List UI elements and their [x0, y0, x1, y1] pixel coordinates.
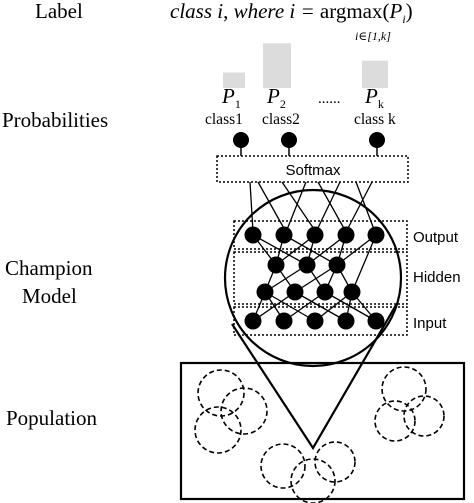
formula-i-eq: i = [289, 0, 320, 23]
input-node [275, 312, 293, 330]
layer-label-hidden: Hidden [413, 269, 461, 286]
hidden-node [267, 256, 285, 274]
input-node [367, 312, 385, 330]
input-node [244, 312, 262, 330]
input-node [306, 312, 324, 330]
hidden-node [328, 256, 346, 274]
class-label-1: class1 [205, 111, 243, 128]
row-label-champion: Champion [5, 256, 93, 280]
softmax-box [216, 155, 409, 183]
output-node [306, 226, 324, 244]
softmax-label: Softmax [285, 162, 341, 179]
formula-paren-open: ( [383, 0, 390, 23]
formula-argmax: argmax [320, 0, 383, 23]
row-label-population: Population [6, 406, 98, 430]
formula-where: where [234, 0, 285, 23]
probability-bar-p1 [223, 72, 245, 88]
prob-symbol-p1: P1 [221, 84, 241, 111]
hidden-node [298, 256, 316, 274]
zoom-cone [231, 304, 397, 451]
individual-circle [314, 441, 356, 483]
formula-paren-close: ) [406, 0, 413, 23]
formula-range: i∈[1,k] [355, 29, 391, 43]
input-node [337, 312, 355, 330]
class-label-k: class k [354, 111, 396, 128]
network-connections [252, 234, 377, 322]
probability-bar-pk [362, 60, 388, 88]
population-box [179, 361, 466, 501]
layer-label-output: Output [413, 229, 459, 246]
prob-node-2 [281, 132, 297, 148]
prob-symbol-pk: Pk [364, 84, 384, 111]
hidden-node [286, 283, 304, 301]
output-node [244, 226, 262, 244]
row-label-probabilities: Probabilities [2, 108, 108, 132]
label-formula: class i, where i = argmax(Pi) i∈[1,k] [170, 0, 413, 43]
layer-label-input: Input [413, 315, 447, 332]
prob-node-1 [233, 132, 249, 148]
individual-circle [194, 406, 242, 454]
probability-outputs [240, 140, 378, 156]
output-layer-box [233, 220, 408, 250]
output-node [367, 226, 385, 244]
hidden-node [343, 283, 361, 301]
individual-circle [220, 387, 268, 435]
individual-circle [260, 443, 306, 489]
svg-text:class i, where i = argmax(Pi): class i, where i = argmax(Pi) [170, 0, 413, 26]
population-individuals [194, 366, 445, 503]
individual-circle [374, 400, 416, 442]
prob-node-k [369, 132, 385, 148]
champion-model-circle [223, 188, 403, 368]
prob-ellipsis: ...... [318, 91, 341, 107]
hidden-layer-box [233, 251, 408, 305]
hidden-node [316, 283, 334, 301]
output-node [275, 226, 293, 244]
row-label-model: Model [22, 284, 77, 308]
individual-circle [403, 395, 445, 437]
row-label-label: Label [35, 0, 83, 23]
class-label-2: class2 [262, 111, 300, 128]
individual-circle [381, 366, 427, 412]
individual-circle [290, 458, 336, 503]
input-layer-box [233, 306, 408, 336]
formula-class-i: class i [170, 0, 223, 23]
prob-symbol-p2: P2 [266, 84, 286, 111]
formula-P-sub: i [402, 12, 405, 26]
probability-bar-p2 [263, 43, 291, 88]
output-node [337, 226, 355, 244]
hidden-node [256, 283, 274, 301]
formula-P: P [389, 0, 403, 23]
